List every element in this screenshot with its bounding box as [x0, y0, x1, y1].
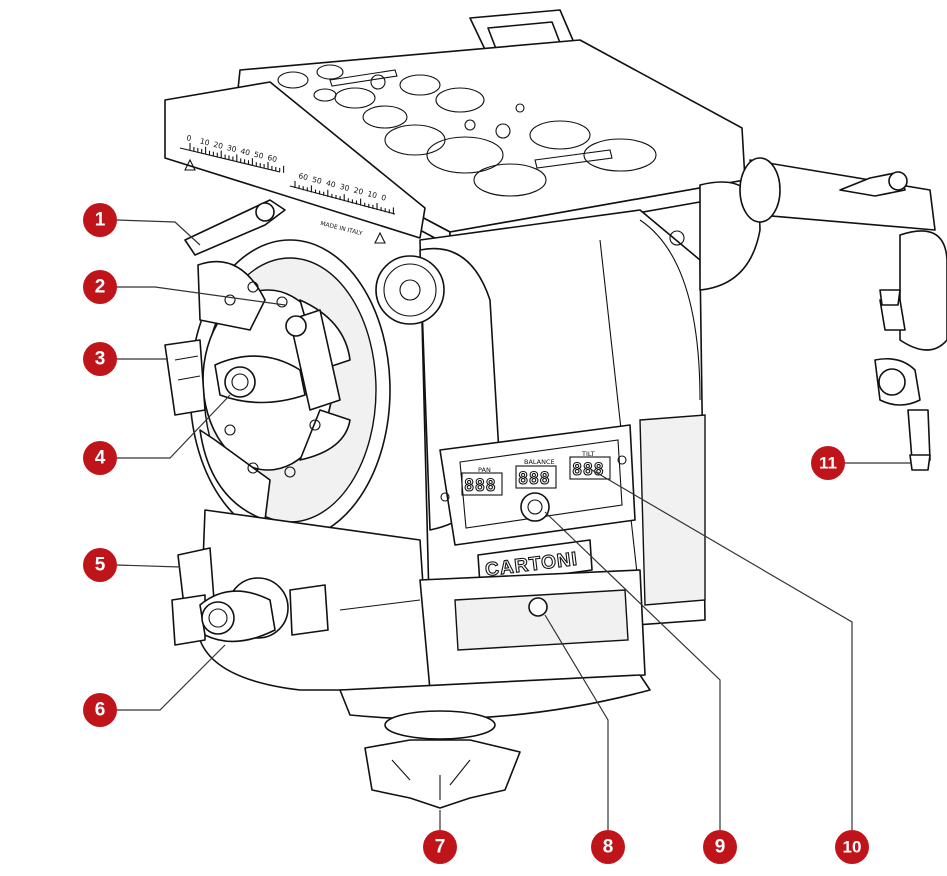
callout-number: 3: [95, 349, 106, 370]
callout-badge-2: 2: [83, 270, 117, 304]
callout-number: 5: [95, 555, 106, 576]
callout-circle: [83, 548, 117, 582]
balance-readout: 888: [518, 469, 550, 489]
scale-number: 40: [325, 178, 337, 189]
callout-number: 4: [95, 448, 106, 469]
tilt-readout: 888: [572, 460, 604, 480]
scale-number: 20: [353, 186, 365, 197]
callout-number: 8: [603, 837, 614, 858]
callout-number: 6: [95, 700, 106, 721]
scale-note: MADE IN ITALY: [320, 220, 364, 237]
callout-badge-8: 8: [591, 830, 625, 864]
callout-circle: [591, 830, 625, 864]
scale-number: 30: [339, 182, 351, 193]
callout-badge-5: 5: [83, 548, 117, 582]
scale-number: 50: [311, 175, 323, 186]
callout-circle: [83, 203, 117, 237]
callout-circle: [703, 830, 737, 864]
callout-number: 10: [843, 838, 862, 857]
display-label-tilt: TILT: [581, 450, 595, 458]
scale-number: 10: [367, 189, 379, 200]
head-base: [171, 509, 651, 809]
callout-number: 9: [715, 837, 726, 858]
callout-number: 1: [95, 210, 106, 231]
scale-number: 60: [267, 153, 279, 164]
callout-circle: [83, 441, 117, 475]
callout-badge-10: 10: [835, 830, 869, 864]
callout-badge-3: 3: [83, 342, 117, 376]
callout-badge-9: 9: [703, 830, 737, 864]
display-label-pan: PAN: [478, 466, 491, 474]
callout-badge-4: 4: [83, 441, 117, 475]
callout-leaders: [116, 219, 912, 830]
counterbalance-boss: [164, 199, 445, 541]
callout-circle: [83, 693, 117, 727]
scale-number: 20: [213, 140, 225, 151]
scale-number: 0: [380, 193, 387, 203]
callout-badge-7: 7: [423, 830, 457, 864]
callout-circle: [423, 830, 457, 864]
callout-badge-1: 1: [83, 203, 117, 237]
scale-number: 0: [186, 133, 193, 143]
display-label-balance: BALANCE: [524, 458, 555, 466]
callout-badge-6: 6: [83, 693, 117, 727]
callout-number: 2: [95, 277, 106, 298]
callout-circle: [83, 342, 117, 376]
scale-number: 10: [199, 137, 211, 148]
pan-bar-mount: [669, 157, 947, 471]
callout-circle: [83, 270, 117, 304]
callout-number: 11: [819, 454, 837, 473]
callout-circle: [811, 446, 845, 480]
callout-number: 7: [435, 837, 446, 858]
scale-number: 60: [298, 171, 310, 182]
scale-number: 30: [226, 143, 238, 154]
callout-circle: [835, 830, 869, 864]
scale-number: 40: [240, 146, 252, 157]
pan-readout: 888: [464, 476, 496, 496]
callout-badge-11: 11: [811, 446, 845, 480]
scale-number: 50: [253, 150, 265, 161]
